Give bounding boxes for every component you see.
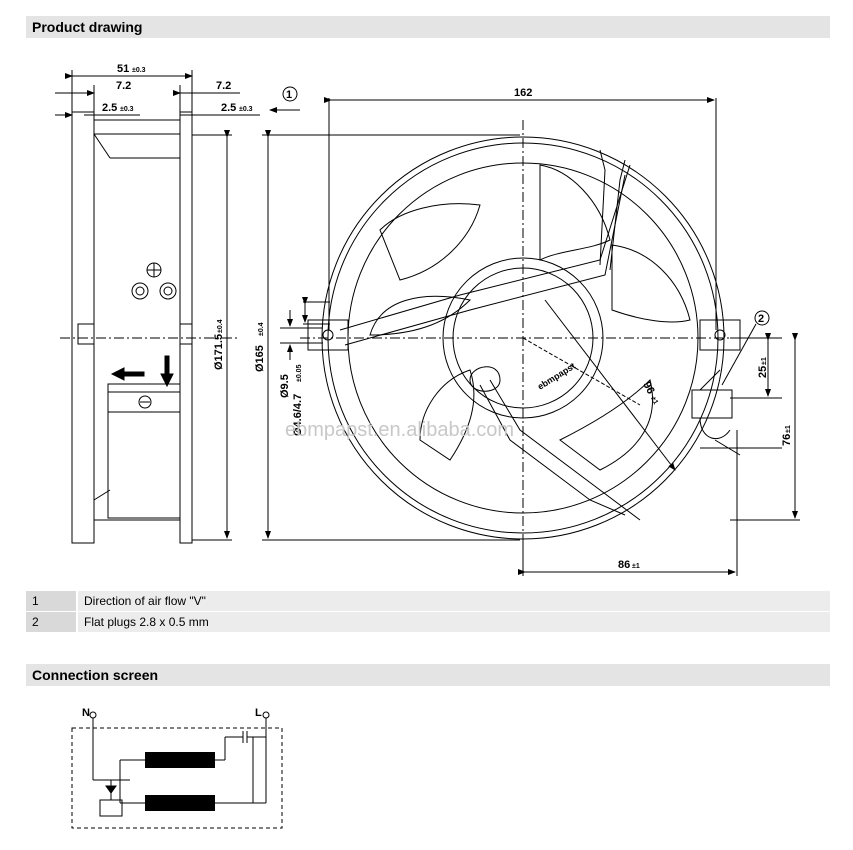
dim-2-5-left-tol: ±0.3	[120, 106, 134, 113]
dim-51-tol: ±0.3	[132, 67, 146, 74]
dim-165-tol: ±0.4	[258, 322, 265, 336]
dim-162: 162	[514, 87, 532, 99]
dim-96: 96	[640, 380, 656, 396]
legend-desc: Direction of air flow "V"	[78, 591, 830, 611]
dim-2-5-right: 2.5	[221, 102, 236, 114]
dim-86-tol: ±1	[632, 563, 640, 570]
airflow-arrows	[110, 355, 174, 388]
side-view	[55, 70, 260, 544]
callout-1: 1	[286, 89, 292, 101]
motor-winding-1	[145, 752, 215, 768]
dim-96-tol: ±1	[649, 396, 659, 406]
dim-76: 76	[781, 434, 793, 446]
dim-25: 25	[757, 366, 769, 378]
terminal-l-label: L	[255, 707, 262, 719]
product-drawing: 51 ±0.3 7.2 7.2 2.5 ±0.3 2.5 ±0.3 Ø171.5…	[55, 63, 800, 576]
legend-desc: Flat plugs 2.8 x 0.5 mm	[78, 612, 830, 632]
dim-76-tol: ±1	[785, 425, 792, 433]
dim-171-5-tol: ±0.4	[217, 319, 224, 333]
legend-num: 1	[26, 591, 76, 611]
dim-4-6-tol: ±0.05	[296, 364, 303, 382]
dim-51: 51	[117, 63, 129, 75]
watermark: ebmpapst.en.alibaba.com	[285, 419, 514, 441]
dim-7-2-left: 7.2	[116, 80, 131, 92]
legend-row: 1 Direction of air flow "V"	[26, 591, 830, 611]
callout-2: 2	[758, 313, 764, 325]
legend-row: 2 Flat plugs 2.8 x 0.5 mm	[26, 612, 830, 632]
dim-2-5-right-tol: ±0.3	[239, 106, 253, 113]
dim-171-5: Ø171.5	[213, 334, 225, 370]
terminal-n-label: N	[82, 707, 90, 719]
dim-2-5-left: 2.5	[102, 102, 117, 114]
section-title-product-drawing: Product drawing	[26, 16, 830, 38]
front-view	[262, 97, 800, 576]
dim-4-6: Ø4.6/4.7	[292, 394, 304, 436]
dim-9-5: Ø9.5	[279, 374, 291, 398]
dim-25-tol: ±1	[761, 357, 768, 365]
connection-schematic: N L	[71, 707, 283, 829]
legend-num: 2	[26, 612, 76, 632]
hub-logo-text: ebmpapst	[536, 361, 577, 392]
dim-86: 86	[618, 559, 630, 571]
dim-7-2-right: 7.2	[216, 80, 231, 92]
section-title-connection-screen: Connection screen	[26, 664, 830, 686]
motor-winding-2	[145, 795, 215, 811]
dim-165: Ø165	[254, 345, 266, 372]
